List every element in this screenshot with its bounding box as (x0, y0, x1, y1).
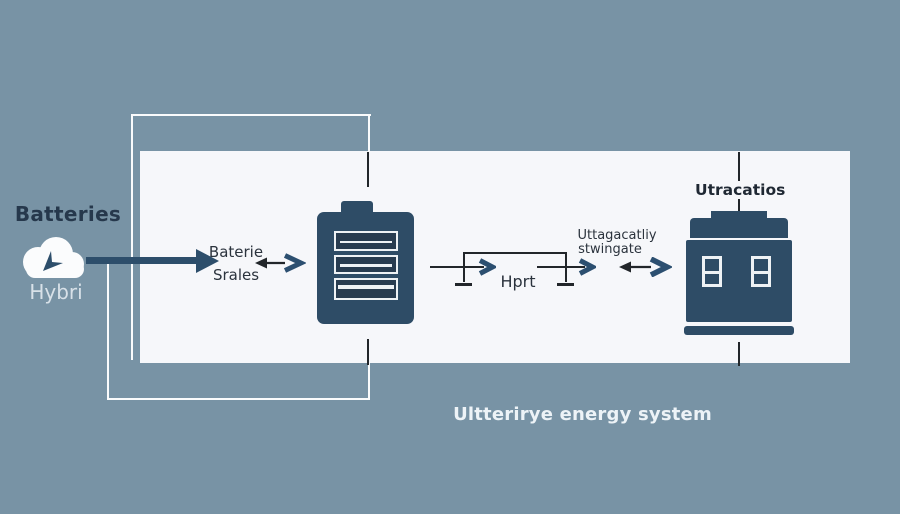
stage1-label-line1: Baterie (208, 243, 264, 261)
frame-top-line (131, 114, 371, 116)
battery-indicator-digit (751, 256, 771, 287)
double-arrow-icon (254, 253, 306, 273)
chevron-right-icon (478, 258, 496, 276)
storage-battery-icon-cap (690, 218, 788, 238)
storage-battery-icon-cap-top (711, 211, 767, 219)
battery-cell-slot (334, 231, 398, 251)
right-battery-bottom-connector (738, 342, 740, 366)
stage1-label-line2: Srales (212, 266, 260, 284)
converter-bracket-top (463, 252, 567, 254)
storage-battery-icon-base (684, 326, 794, 335)
chevron-right-icon (578, 258, 596, 276)
frame-right-line (368, 114, 370, 153)
return-path-right-line (368, 362, 370, 400)
double-arrow-icon (618, 257, 672, 277)
battery-indicator-digit (702, 256, 722, 287)
return-path-bottom-line (107, 398, 370, 400)
converter-ground-tick-right (557, 283, 574, 286)
diagram-caption: Ultterirye energy system (453, 404, 712, 425)
return-path-left-line (107, 264, 109, 400)
battery-cell-slot (334, 278, 398, 300)
flow-line-1 (430, 266, 484, 268)
source-arrow-head-icon (196, 249, 219, 273)
source-title: Batteries (14, 202, 122, 226)
cloud-icon (16, 230, 90, 284)
converter-label: Hprt (500, 272, 536, 291)
battery-cells-icon (317, 212, 414, 324)
download-arrow-icon (43, 251, 63, 271)
flow-line-2 (537, 266, 585, 268)
source-arrow-shaft (86, 257, 198, 264)
source-subtitle: Hybri (29, 280, 83, 304)
converter-bracket-left-leg (463, 252, 465, 282)
stage2-label-line1: Uttagacatliy (577, 228, 657, 243)
storage-battery-icon (686, 240, 792, 322)
battery-cell-slot (334, 255, 398, 274)
battery-cells-icon-cap (341, 201, 373, 214)
stage2-label-line2: stwingate (578, 242, 642, 257)
mid-battery-top-connector (367, 152, 369, 187)
mid-battery-bottom-connector (367, 339, 369, 365)
destination-title: Utracatios (695, 181, 786, 199)
converter-ground-tick-left (455, 283, 472, 286)
frame-left-line (131, 114, 133, 360)
